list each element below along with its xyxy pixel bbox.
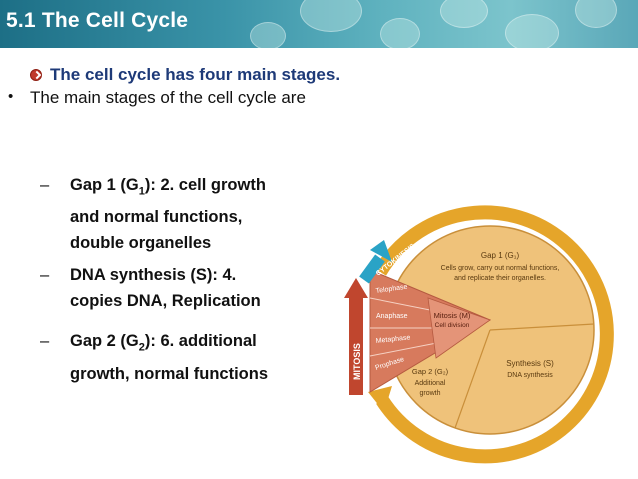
list-item-gap1: – Gap 1 (G1): 2. cell growth and normal …	[40, 172, 340, 256]
s-title: Synthesis (S)	[506, 359, 554, 368]
gap1-name: Gap 1 (G	[70, 176, 139, 194]
intro-line: • The main stages of the cell cycle are	[8, 88, 306, 108]
phase-anaphase: Anaphase	[376, 313, 408, 320]
bullet-icon: •	[8, 88, 30, 108]
synthesis-line1: DNA synthesis (S): 4.	[70, 262, 261, 288]
arrow-bullet-icon	[30, 69, 42, 81]
decorative-cell	[505, 14, 559, 48]
decorative-cell	[440, 0, 488, 28]
decorative-cell	[380, 18, 420, 48]
gap1-desc: ): 2. cell growth	[145, 176, 266, 194]
gap2-name: Gap 2 (G	[70, 332, 139, 350]
list-item-gap2: – Gap 2 (G2): 6. additional growth, norm…	[40, 328, 340, 386]
g1-desc2: and replicate their organelles.	[454, 275, 546, 282]
gap2-line2: growth, normal functions	[70, 361, 268, 387]
subtitle-row: The cell cycle has four main stages.	[30, 64, 340, 86]
g2-title: Gap 2 (G₂)	[412, 367, 449, 376]
decorative-cell	[250, 22, 286, 48]
dash: –	[40, 262, 70, 314]
m-title: Mitosis (M)	[434, 311, 471, 320]
g1-title: Gap 1 (G₁)	[481, 251, 520, 260]
g2-desc2: growth	[419, 390, 440, 397]
slide-title: 5.1 The Cell Cycle	[6, 9, 188, 33]
subtitle: The cell cycle has four main stages.	[50, 65, 340, 85]
header-bar: 5.1 The Cell Cycle	[0, 0, 638, 48]
list-item-synthesis: – DNA synthesis (S): 4. copies DNA, Repl…	[40, 262, 340, 314]
dash: –	[40, 172, 70, 256]
mitosis-arrow-head	[344, 278, 368, 298]
decorative-cell	[300, 0, 362, 32]
s-desc: DNA synthesis	[507, 372, 553, 379]
gap1-line2: and normal functions,	[70, 204, 266, 230]
intro-text: The main stages of the cell cycle are	[30, 88, 306, 108]
synthesis-line2: copies DNA, Replication	[70, 288, 261, 314]
mitosis-label: MITOSIS	[352, 343, 362, 380]
decorative-cell	[575, 0, 617, 28]
gap1-line3: double organelles	[70, 230, 266, 256]
g2-desc1: Additional	[415, 380, 446, 387]
cell-cycle-diagram: INTERPHASE MITOSIS CYTOKINESIS Gap 1 (G₁…	[340, 180, 638, 479]
gap2-desc: ): 6. additional	[145, 332, 257, 350]
m-desc: Cell division	[435, 322, 470, 329]
stage-list: – Gap 1 (G1): 2. cell growth and normal …	[40, 172, 340, 387]
g1-desc1: Cells grow, carry out normal functions,	[441, 265, 560, 272]
dash: –	[40, 328, 70, 386]
